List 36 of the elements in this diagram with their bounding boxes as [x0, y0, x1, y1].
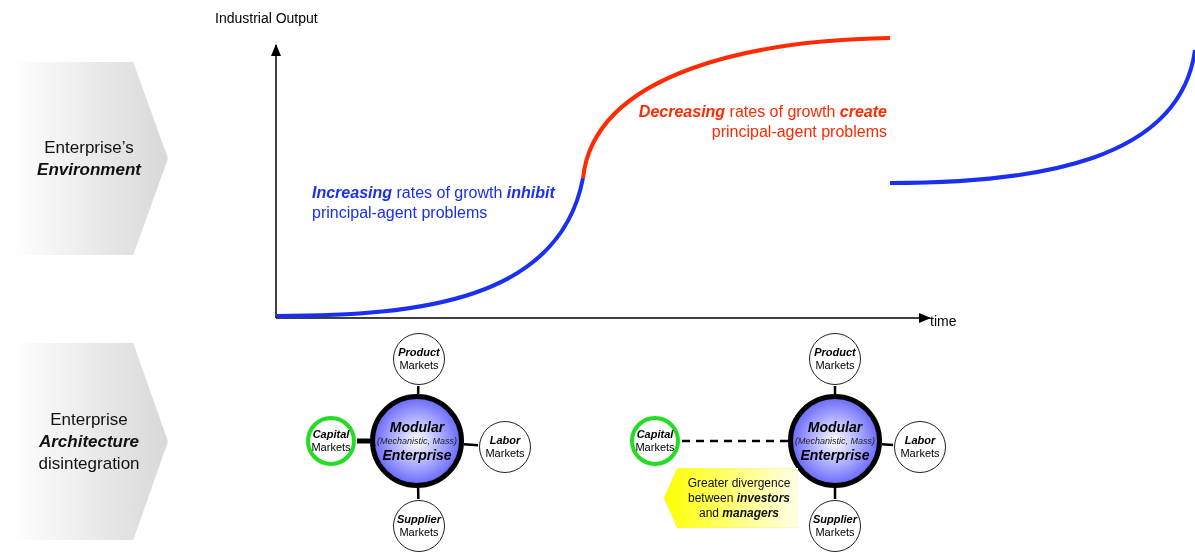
connector-line — [357, 438, 370, 444]
circle-label: Enterprise — [800, 446, 870, 464]
row-heading: Enterprise’s Environment — [36, 136, 143, 181]
circle-label: Product Markets — [397, 346, 441, 372]
market-circle — [393, 333, 445, 385]
circle-label: Enterprise — [382, 446, 452, 464]
market-circle — [306, 416, 356, 466]
circle-label: Capital Markets — [634, 428, 676, 454]
market-circle — [393, 500, 445, 552]
row-heading: Enterprise Architecture disintegration — [37, 408, 141, 475]
connector-line — [881, 443, 894, 447]
connector-line — [463, 442, 479, 447]
market-circle — [630, 416, 680, 466]
callout-text: Greater divergence between investors and managers — [686, 475, 792, 521]
circle-label: Labor Markets — [899, 434, 941, 460]
circle-label: (Mechanistic, Mass) — [795, 435, 875, 447]
market-circle — [809, 500, 861, 552]
circle-label: Supplier Markets — [812, 513, 859, 539]
circle-label: (Mechanistic, Mass) — [377, 435, 457, 447]
curve-annotation: Decreasing rates of growth create principal-agent problems — [637, 102, 887, 142]
curve-annotation: Increasing rates of growth inhibit principal-agent problems — [312, 183, 557, 223]
axis-title: time — [930, 312, 958, 331]
circle-label: Capital Markets — [310, 428, 352, 454]
circle-label: Product Markets — [813, 346, 857, 372]
circle-label: Modular — [807, 418, 863, 436]
connector-line — [416, 487, 420, 500]
market-circle — [479, 421, 531, 473]
market-circle — [894, 421, 946, 473]
circle-label: Modular — [389, 418, 445, 436]
connector-line — [416, 385, 420, 395]
axis-title: Industrial Output — [215, 9, 319, 28]
connector-line — [681, 439, 788, 443]
circle-label: Labor Markets — [484, 434, 526, 460]
circle-label: Supplier Markets — [396, 513, 443, 539]
market-circle — [809, 333, 861, 385]
callout-arrow-box — [664, 468, 798, 528]
